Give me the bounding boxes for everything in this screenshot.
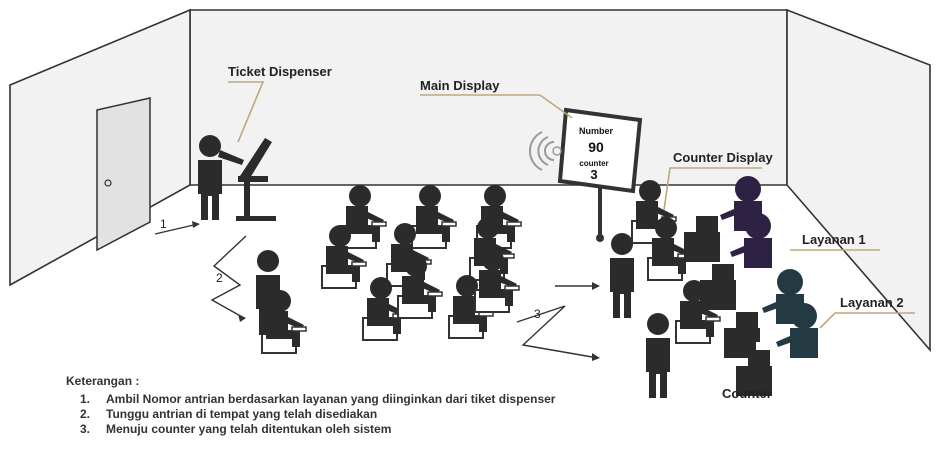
display-number-value: 90 — [588, 139, 604, 155]
legend-item: 3. Menuju counter yang telah ditentukan … — [66, 422, 555, 437]
label-ticket-dispenser: Ticket Dispenser — [228, 64, 332, 79]
legend-item: 1. Ambil Nomor antrian berdasarkan layan… — [66, 392, 555, 407]
legend-item-number: 2. — [80, 407, 91, 421]
legend-item-number: 1. — [80, 392, 91, 406]
arrow-heads — [192, 221, 600, 361]
display-counter-label: counter — [579, 159, 608, 168]
layanan-2-staff — [762, 269, 818, 358]
step-1-marker: 1 — [160, 217, 167, 231]
main-display: Number 90 counter 3 — [557, 107, 643, 242]
label-layanan-1: Layanan 1 — [802, 232, 866, 247]
legend: Keterangan : 1. Ambil Nomor antrian berd… — [66, 374, 555, 437]
legend-item-number: 3. — [80, 422, 91, 436]
legend-item-text: Menuju counter yang telah ditentukan ole… — [106, 422, 392, 436]
speaker-icon — [529, 131, 562, 171]
legend-item-text: Ambil Nomor antrian berdasarkan layanan … — [106, 392, 556, 406]
label-counter: Counter — [722, 386, 772, 401]
person-at-dispenser — [198, 135, 244, 220]
label-layanan-2: Layanan 2 — [840, 295, 904, 310]
step-2-marker: 2 — [216, 271, 223, 285]
display-number-label: Number — [579, 126, 614, 136]
layanan-1-staff — [720, 176, 772, 268]
room-walls — [9, 8, 931, 353]
legend-title: Keterangan : — [66, 374, 140, 388]
label-leader-lines — [228, 81, 915, 329]
ticket-dispenser-machine — [236, 138, 276, 221]
legend-item: 2. Tunggu antrian di tempat yang telah d… — [66, 407, 555, 422]
step-3-marker: 3 — [534, 307, 541, 321]
door — [96, 97, 151, 252]
waiting-area-seats — [261, 184, 522, 354]
display-counter-value: 3 — [590, 167, 597, 182]
label-counter-display: Counter Display — [673, 150, 773, 165]
legend-item-text: Tunggu antrian di tempat yang telah dise… — [106, 407, 378, 421]
step-path-arrows — [154, 223, 599, 359]
label-main-display: Main Display — [420, 78, 500, 93]
